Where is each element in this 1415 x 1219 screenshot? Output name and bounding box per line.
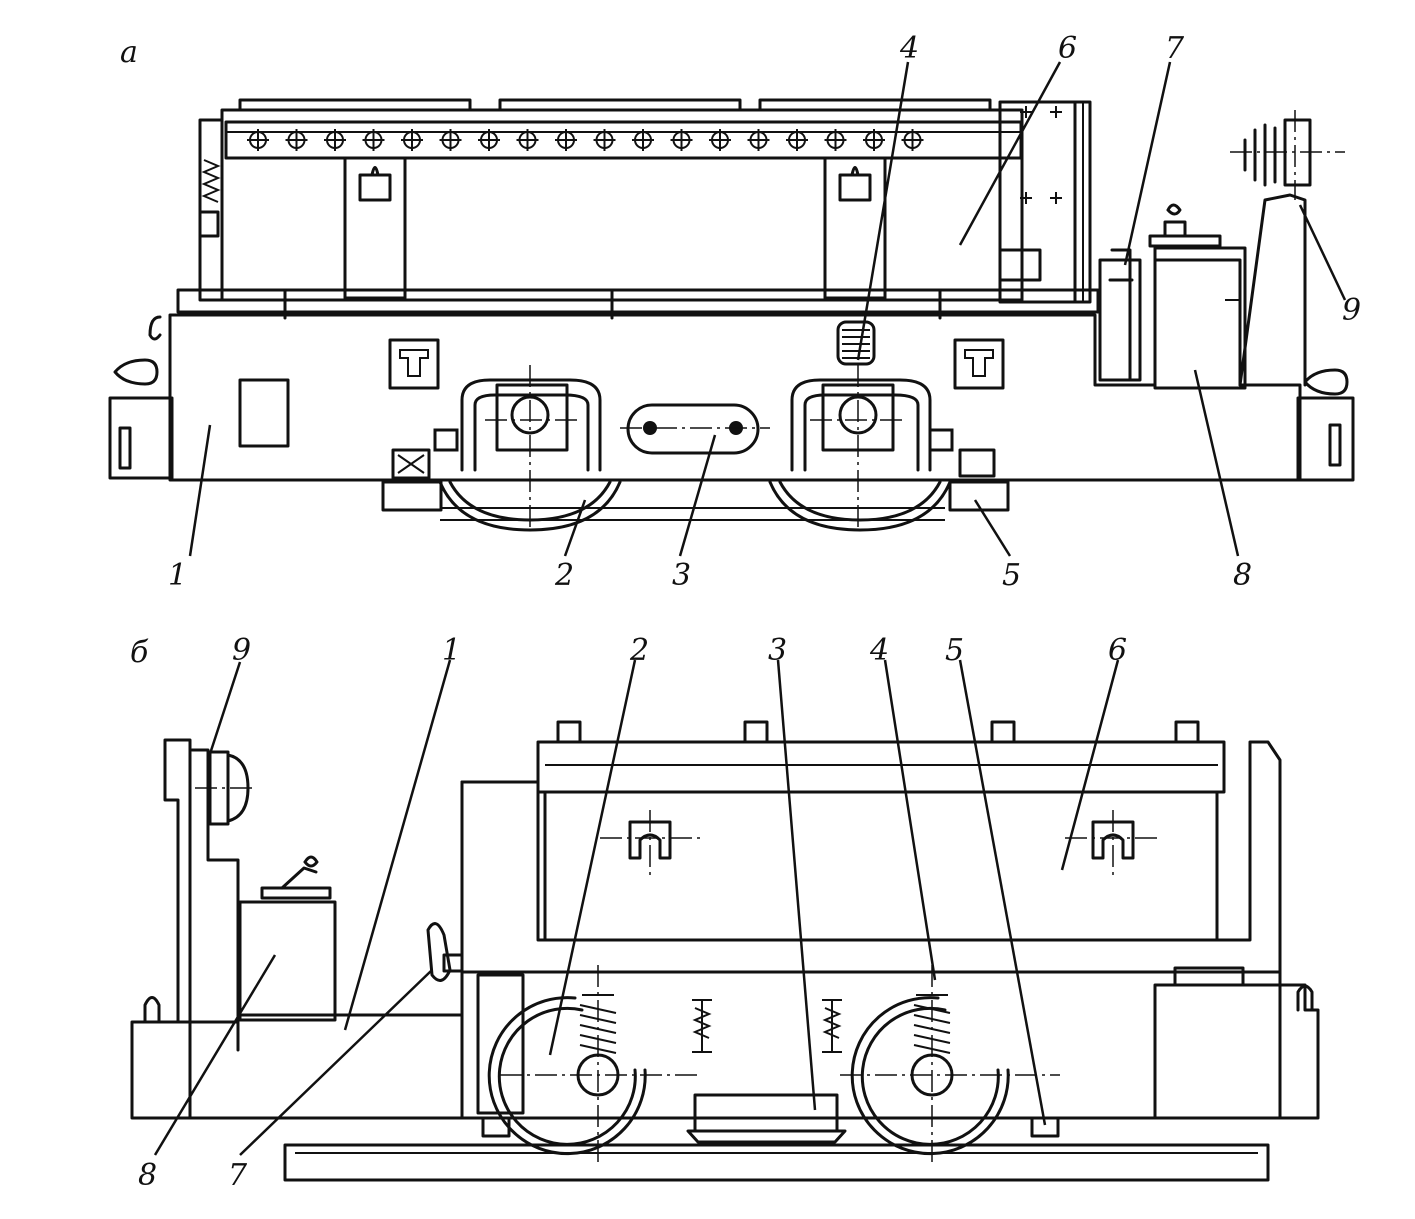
view-b: б — [130, 633, 1320, 1193]
cell-terminal-cross — [324, 129, 346, 151]
cell-terminal-cross — [285, 129, 308, 151]
view-a-letter: а — [120, 35, 138, 70]
callout-top-1: 1 — [168, 558, 187, 593]
callout-top-2: 2 — [554, 558, 574, 593]
deck-rail — [176, 288, 1100, 314]
controller-side — [238, 855, 337, 1022]
buffer-left-side — [481, 1116, 511, 1138]
wheelset-left-side — [487, 965, 700, 1165]
cell-terminal-cross — [401, 129, 423, 151]
coupler-blocks — [388, 338, 1005, 480]
cell-terminal-cross — [824, 129, 847, 151]
leaders-side — [153, 659, 1120, 1156]
cell-terminal-cross — [593, 129, 616, 151]
buffer-right-top — [948, 480, 1010, 512]
buffer-right-side — [1030, 1116, 1060, 1138]
callout-side-3: 3 — [768, 633, 787, 668]
cell-terminal-cross — [863, 129, 885, 151]
bracket-top — [1230, 110, 1345, 387]
equalizer-top — [620, 403, 770, 455]
deck-bolts — [268, 288, 957, 320]
callout-side-4: 4 — [869, 633, 889, 668]
controller-top — [1148, 203, 1247, 390]
cell-terminal-cross — [786, 129, 808, 151]
main-frame-side — [130, 740, 1320, 1120]
callout-top-7: 7 — [1165, 31, 1185, 66]
buffer-left-top — [381, 480, 443, 512]
cell-bolts — [247, 129, 924, 151]
cell-terminal-cross — [747, 129, 770, 151]
rail-top — [440, 507, 945, 521]
cell-terminal-cross — [632, 129, 654, 151]
callout-side-8: 8 — [138, 1158, 157, 1193]
wheelset-right-side — [840, 965, 1060, 1165]
cell-terminal-cross — [439, 129, 462, 151]
equalizer-side — [686, 1093, 847, 1144]
rail-side — [283, 1143, 1270, 1182]
wheelset-right-top — [768, 365, 952, 532]
battery-end-block — [998, 100, 1092, 304]
springs-side — [692, 999, 842, 1053]
leaders-top — [188, 61, 1347, 557]
callout-side-1: 1 — [442, 633, 461, 668]
cell-terminal-cross — [709, 129, 731, 151]
cell-terminal-cross — [478, 129, 500, 151]
callout-side-9: 9 — [232, 633, 251, 668]
battery-box-side — [536, 720, 1226, 942]
cell-terminal-cross — [901, 129, 924, 151]
view-b-letter: б — [130, 635, 149, 670]
cell-terminal-cross — [670, 129, 693, 151]
cable-reel-top — [1098, 248, 1142, 382]
view-a: а — [108, 31, 1361, 593]
callout-top-5: 5 — [1002, 558, 1021, 593]
callout-side-6: 6 — [1108, 633, 1127, 668]
cell-terminal-cross — [247, 129, 269, 151]
callout-top-4: 4 — [899, 31, 919, 66]
callout-side-7: 7 — [228, 1158, 248, 1193]
callout-side-5: 5 — [945, 633, 964, 668]
wheelset-left-top — [438, 365, 622, 532]
callout-top-8: 8 — [1233, 558, 1252, 593]
callout-top-9: 9 — [1342, 293, 1361, 328]
main-frame-top — [108, 258, 1355, 482]
cell-terminal-cross — [555, 129, 577, 151]
cell-terminal-cross — [362, 129, 385, 151]
callout-top-3: 3 — [672, 558, 691, 593]
spring-top — [836, 320, 876, 366]
handwheel-side — [426, 922, 464, 982]
bracket-side — [163, 738, 255, 1120]
battery-box-top — [198, 98, 1024, 302]
callout-side-2: 2 — [629, 633, 649, 668]
cell-terminal-cross — [516, 129, 539, 151]
callout-top-6: 6 — [1058, 31, 1077, 66]
